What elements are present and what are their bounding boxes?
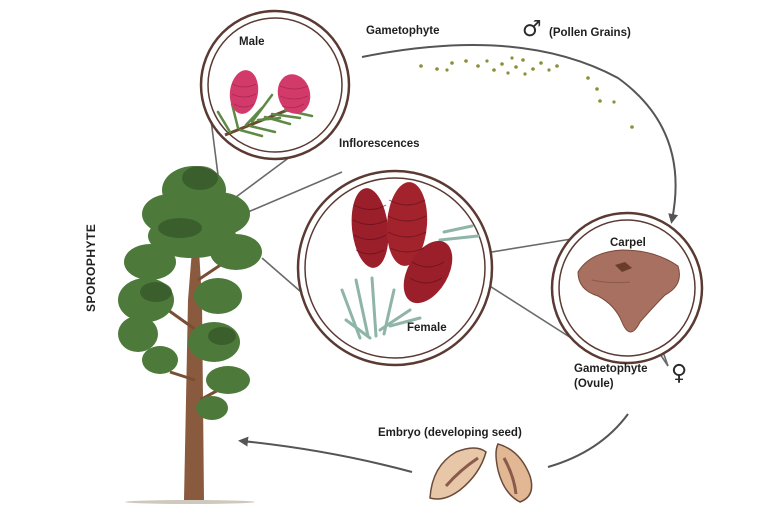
cycle-arrows [238, 44, 679, 473]
embryo-label: Embryo (developing seed) [378, 427, 522, 439]
female-symbol-icon: ♀ [671, 361, 688, 386]
ovule-to-seed-arrow [547, 413, 629, 468]
female-label: Female [407, 322, 447, 334]
pollen-grains [419, 56, 634, 129]
male-symbol-icon: ♂ [522, 17, 542, 42]
pollen-grains-label: (Pollen Grains) [549, 27, 631, 39]
female-cone-illustration [340, 182, 480, 340]
inflorescences-label: Inflorescences [339, 138, 420, 150]
male-label: Male [239, 36, 265, 48]
gametophyte-ovule-label: Gametophyte [574, 363, 648, 375]
seed-to-tree-arrow [238, 436, 413, 473]
seed-illustration [429, 443, 533, 503]
male-cone-circle [199, 9, 351, 161]
carpel-label: Carpel [610, 237, 646, 249]
male-cone-illustration [216, 70, 314, 138]
connector-line [247, 171, 343, 213]
carpel-illustration [577, 249, 680, 333]
pollen-to-carpel-arrow [361, 44, 679, 224]
pine-tree-sporophyte [118, 166, 262, 504]
carpel-circle [550, 211, 704, 365]
ovule-label: (Ovule) [574, 378, 614, 390]
gametophyte-pollen-label: Gametophyte [366, 25, 440, 37]
female-cone-circle [296, 169, 494, 367]
sporophyte-label: SPOROPHYTE [84, 223, 98, 312]
